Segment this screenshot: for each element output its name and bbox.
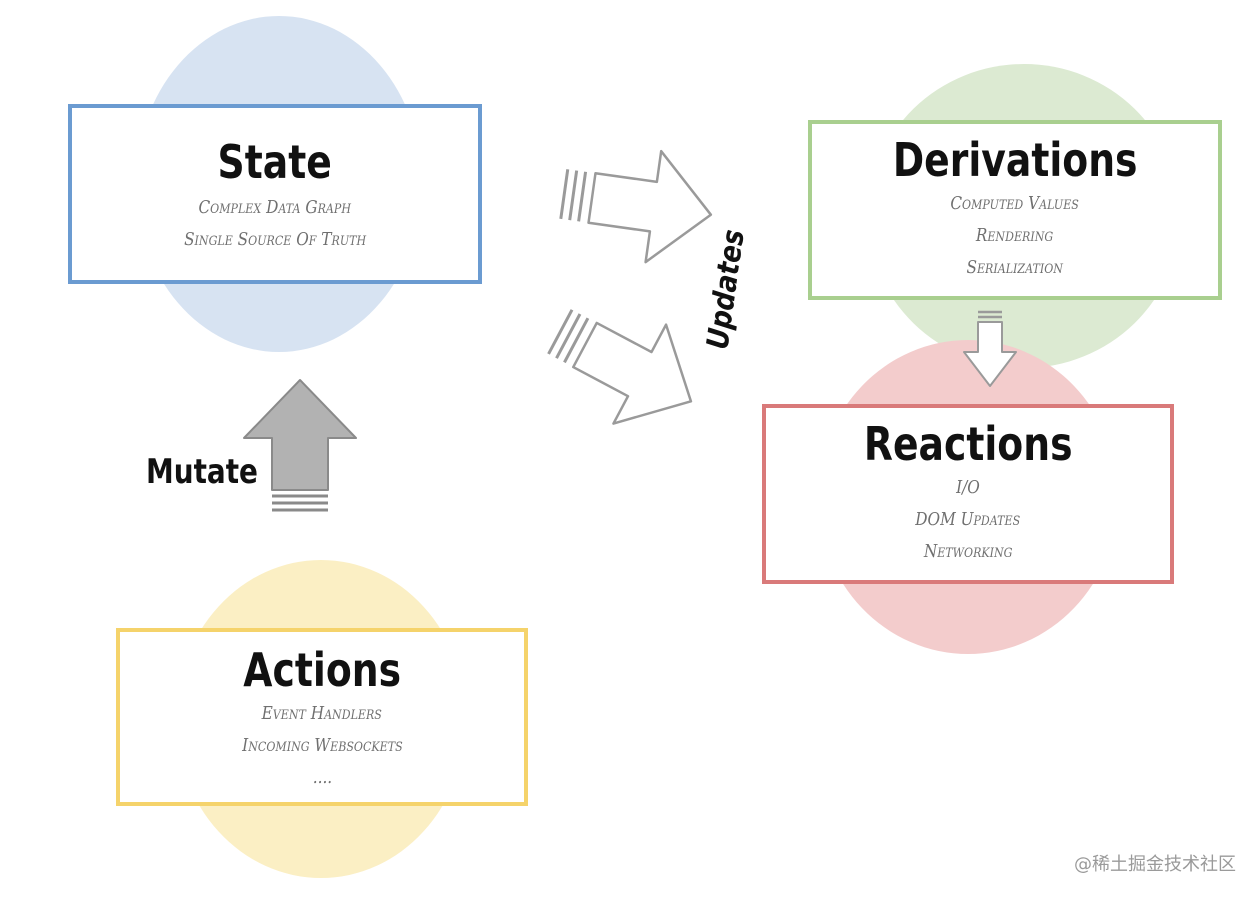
updates-arrow-lower [547, 309, 693, 425]
derivations-title: Derivations [892, 133, 1138, 187]
state-line-2: Single Source Of Truth [183, 229, 367, 251]
reactions-box: Reactions I/O DOM Updates Networking [762, 404, 1174, 584]
reactions-line-3: Networking [923, 541, 1013, 563]
mutate-label: Mutate [146, 452, 258, 492]
reactions-line-2: DOM Updates [915, 509, 1021, 531]
actions-line-3: .... [312, 767, 332, 789]
actions-line-2: Incoming Websockets [241, 735, 403, 757]
state-box: State Complex Data Graph Single Source O… [68, 104, 482, 284]
mutate-arrow [243, 379, 357, 512]
watermark: @稀土掘金技术社区 [1074, 854, 1236, 875]
state-title: State [217, 135, 333, 189]
updates-arrow-upper [559, 149, 713, 264]
derivations-box: Derivations Computed Values Rendering Se… [808, 120, 1222, 300]
derivations-line-1: Computed Values [950, 193, 1080, 215]
state-line-1: Complex Data Graph [198, 197, 352, 219]
derivations-to-reactions-arrow [963, 310, 1017, 387]
derivations-line-3: Serialization [966, 257, 1064, 279]
actions-box: Actions Event Handlers Incoming Websocke… [116, 628, 528, 806]
actions-line-1: Event Handlers [261, 703, 383, 725]
reactions-title: Reactions [863, 417, 1073, 471]
derivations-line-2: Rendering [976, 225, 1054, 247]
reactions-line-1: I/O [956, 477, 980, 499]
actions-title: Actions [243, 643, 401, 697]
